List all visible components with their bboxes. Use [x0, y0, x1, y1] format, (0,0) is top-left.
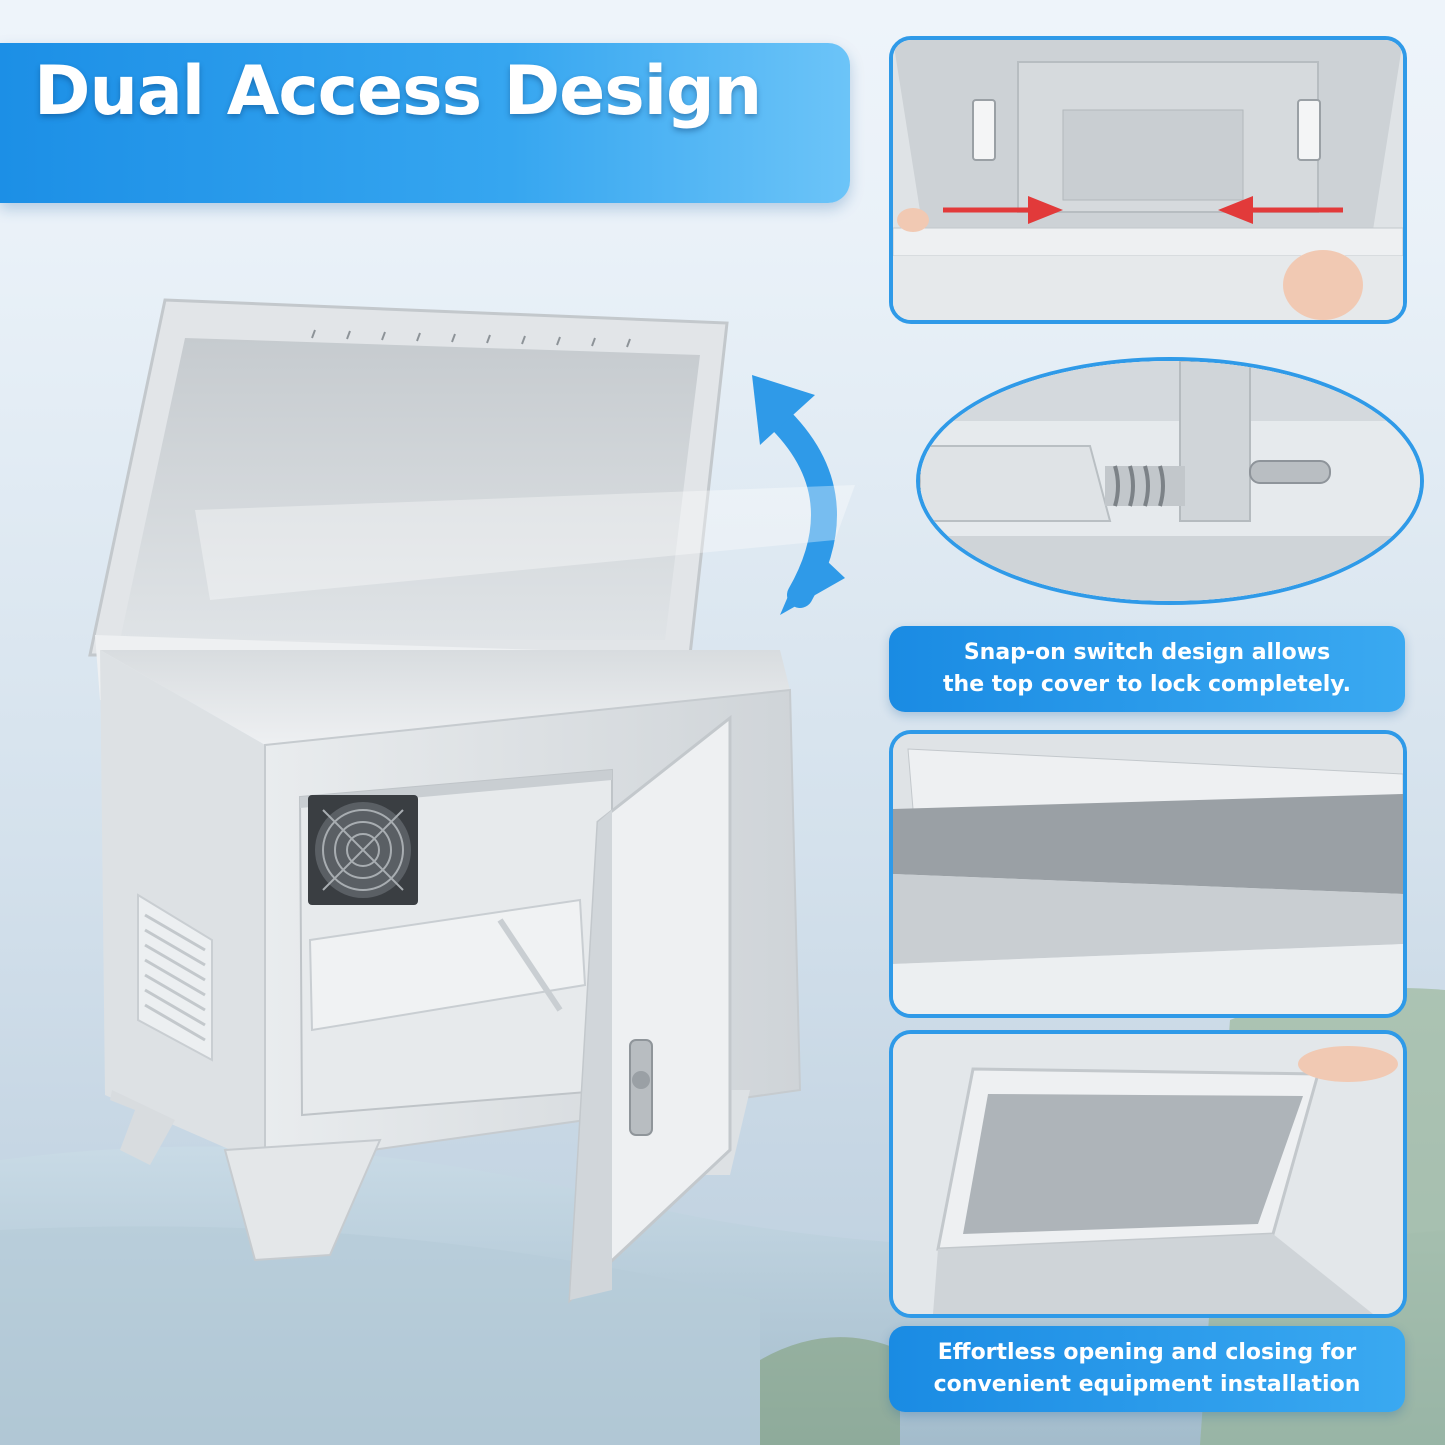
fan-icon	[308, 795, 418, 905]
detail-panel-opening-lid	[889, 1030, 1407, 1318]
caption-effortless-line-1: Effortless opening and closing for	[937, 1340, 1357, 1365]
lid-interior-photo	[893, 734, 1403, 1014]
title-banner	[0, 43, 850, 203]
curved-double-arrow-icon	[752, 375, 845, 615]
caption-snap-on: Snap-on switch design allows the top cov…	[889, 626, 1405, 712]
zoom-spring-latch	[916, 357, 1424, 605]
opening-lid-photo	[893, 1034, 1403, 1314]
caption-snap-on-line-1: Snap-on switch design allows	[963, 640, 1331, 665]
slide-lock-photo	[893, 40, 1403, 320]
page-title: Dual Access Design	[34, 52, 762, 131]
detail-panel-slide-lock	[889, 36, 1407, 324]
caption-snap-on-line-2: the top cover to lock completely.	[943, 672, 1351, 697]
caption-effortless: Effortless opening and closing for conve…	[889, 1326, 1405, 1412]
red-inward-arrows-icon	[943, 196, 1343, 224]
detail-panel-lid-interior	[889, 730, 1407, 1018]
spring-latch-photo	[920, 361, 1420, 601]
caption-effortless-line-2: convenient equipment installation	[933, 1372, 1361, 1397]
